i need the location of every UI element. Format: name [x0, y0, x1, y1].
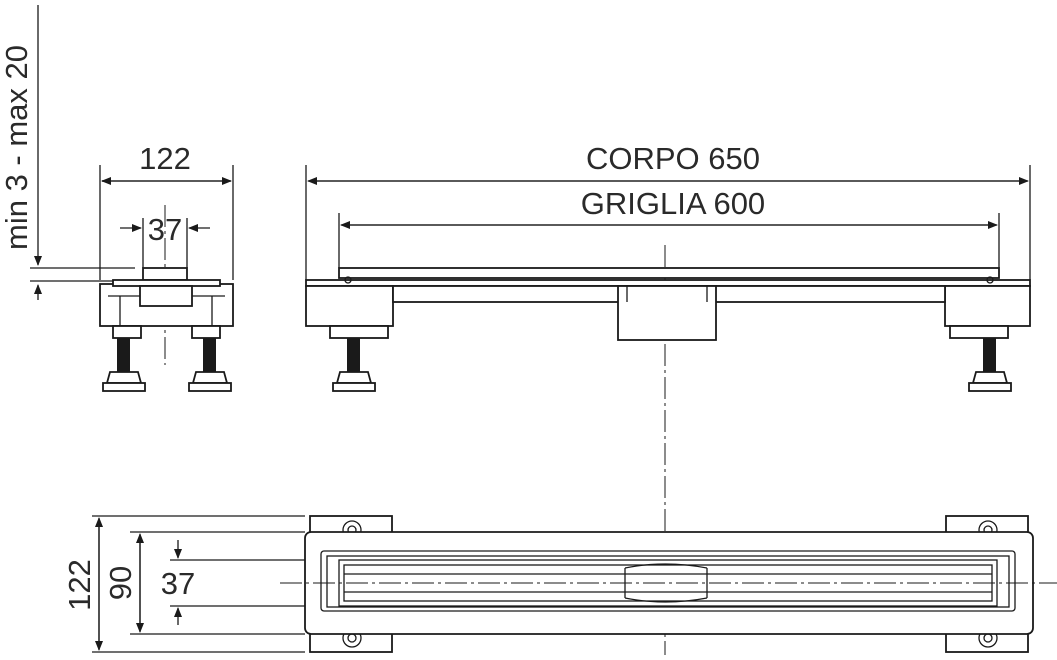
side-body	[99, 267, 234, 339]
front-right-foot	[968, 338, 1012, 392]
plan-channel-dimension: 90	[103, 531, 305, 635]
grate-length-label: GRIGLIA 600	[581, 186, 765, 221]
plan-grate-dimension: 37	[161, 540, 320, 625]
plan-width-dimension: 122	[62, 515, 305, 653]
height-dimension: min 3 - max 20	[0, 5, 135, 300]
side-right-foot	[188, 338, 232, 392]
plan-view: 122 90 37	[62, 515, 1057, 653]
side-left-foot	[102, 338, 146, 392]
front-body	[305, 267, 1031, 341]
body-length-dimension: CORPO 650	[305, 141, 1031, 280]
side-width-dimension: 122	[99, 141, 234, 280]
front-left-foot	[332, 338, 376, 392]
plan-grate-label: 37	[161, 566, 195, 601]
height-range-label: min 3 - max 20	[0, 45, 34, 250]
plan-channel-label: 90	[103, 566, 138, 600]
side-view: min 3 - max 20 122 37	[0, 5, 234, 392]
plan-width-label: 122	[62, 559, 97, 611]
grate-length-dimension: GRIGLIA 600	[338, 186, 1000, 268]
side-width-label: 122	[139, 141, 191, 176]
body-length-label: CORPO 650	[586, 141, 760, 176]
